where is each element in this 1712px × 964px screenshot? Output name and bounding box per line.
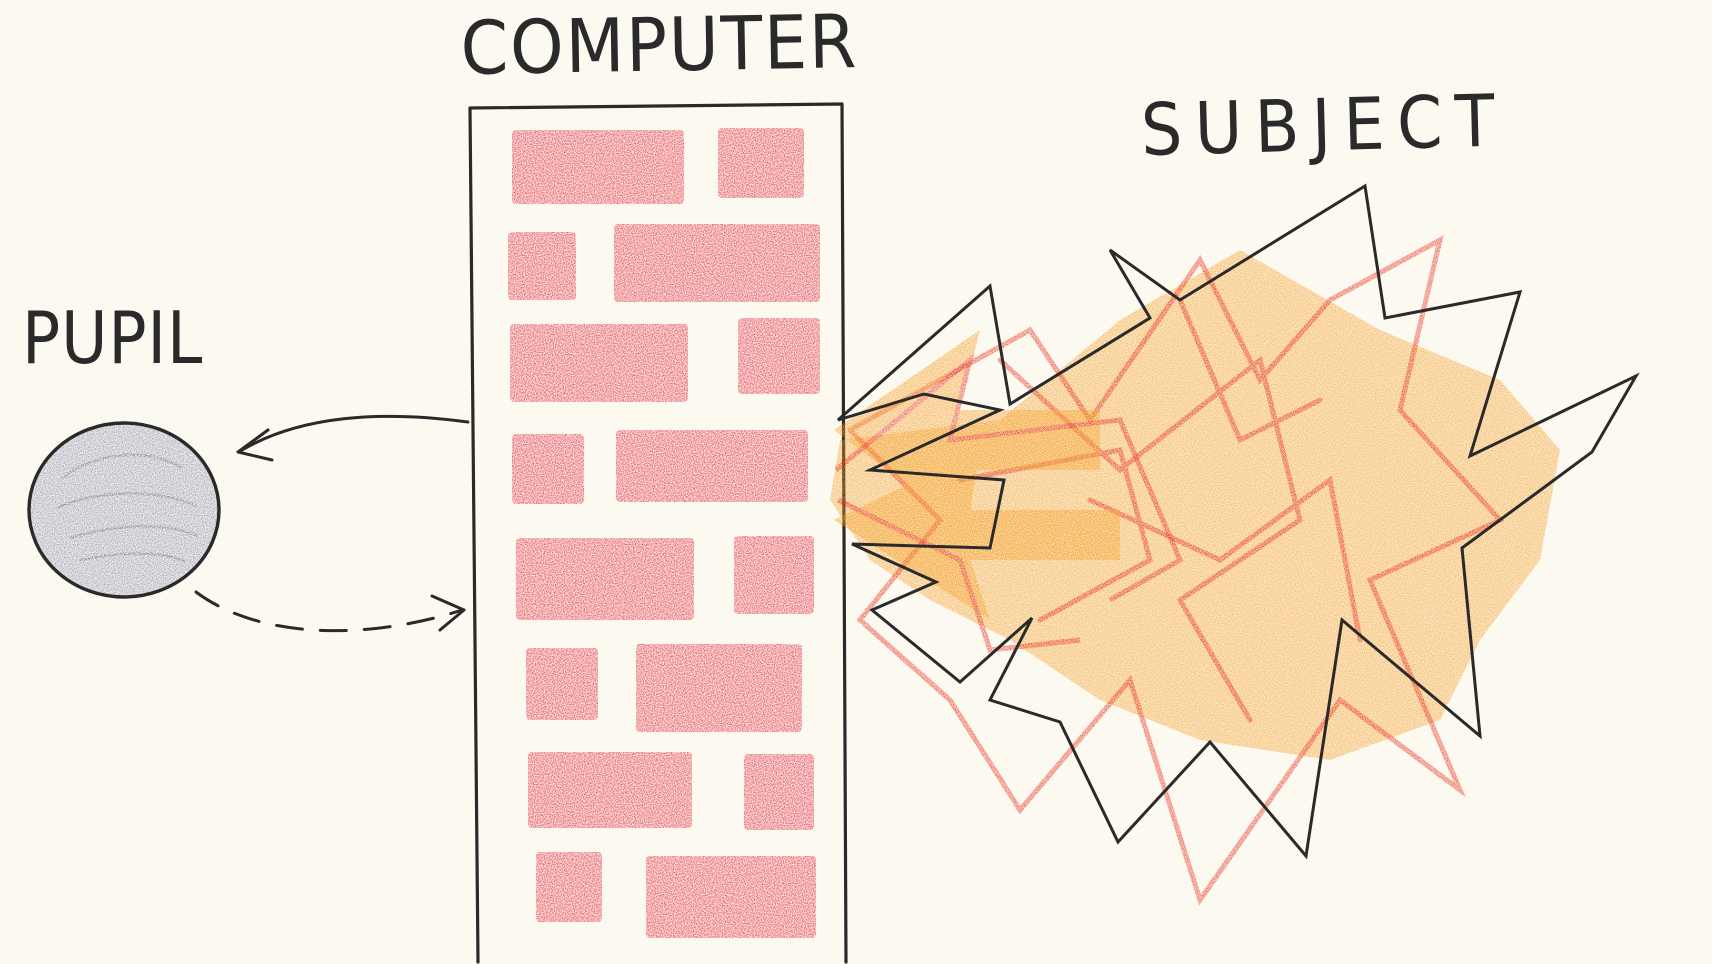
brick: [616, 430, 808, 502]
pupil-label: PUPIL: [22, 296, 204, 380]
brick: [508, 232, 576, 300]
brick: [526, 648, 598, 720]
brick: [512, 130, 684, 204]
computer-to-pupil-arrowhead: [236, 428, 274, 462]
brick: [512, 434, 584, 504]
brick: [516, 538, 694, 620]
brick: [536, 852, 602, 922]
subject-starburst: [830, 183, 1640, 906]
brick: [614, 224, 820, 302]
pupil-circle: [27, 421, 221, 599]
brick: [734, 536, 814, 614]
brick: [718, 128, 804, 198]
brick: [744, 754, 814, 830]
starburst-outline: [837, 183, 1640, 860]
pupil-to-computer-dashed-arrow: [194, 590, 464, 633]
brick: [636, 644, 802, 732]
starburst-arrows: [834, 330, 1184, 653]
subject-label: SUBJECT: [1140, 78, 1509, 172]
computer-bricks: [508, 128, 820, 938]
pupil-to-computer-arrowhead: [430, 594, 466, 632]
computer-outline: [468, 102, 848, 964]
brick: [528, 752, 692, 828]
computer-label: COMPUTER: [460, 0, 859, 92]
starburst-orange-fill: [830, 250, 1560, 760]
brick: [510, 324, 688, 402]
brick: [738, 318, 820, 394]
computer-to-pupil-arrow: [240, 414, 470, 452]
computer-box: [468, 102, 848, 964]
brick: [646, 856, 816, 938]
